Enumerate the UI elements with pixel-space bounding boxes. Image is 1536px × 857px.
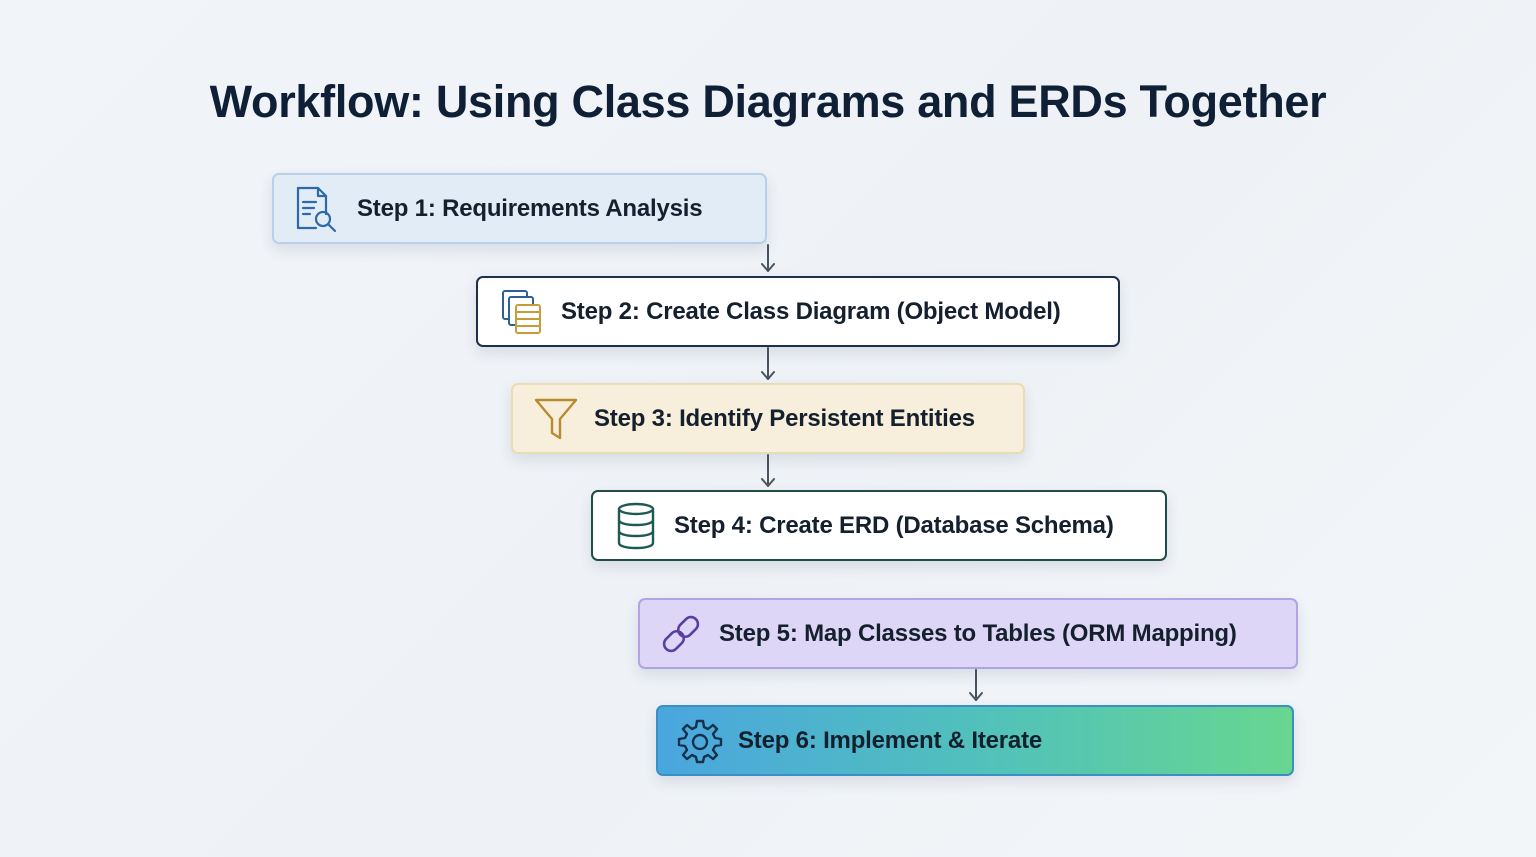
arrow-step5-to-step6: [969, 669, 983, 701]
step-3-box: Step 3: Identify Persistent Entities: [511, 383, 1025, 454]
arrow-step1-to-step2: [761, 244, 775, 272]
step-5-label: Step 5: Map Classes to Tables (ORM Mappi…: [719, 619, 1237, 647]
arrow-step3-to-step4: [761, 454, 775, 487]
link-icon: [656, 611, 706, 657]
step-2-box: Step 2: Create Class Diagram (Object Mod…: [476, 276, 1120, 347]
funnel-icon: [531, 395, 581, 443]
step-4-label: Step 4: Create ERD (Database Schema): [674, 511, 1114, 539]
page-title: Workflow: Using Class Diagrams and ERDs …: [209, 76, 1327, 127]
database-icon: [611, 501, 661, 551]
step-2-label: Step 2: Create Class Diagram (Object Mod…: [561, 297, 1061, 325]
step-3-label: Step 3: Identify Persistent Entities: [594, 404, 975, 432]
step-6-label: Step 6: Implement & Iterate: [738, 726, 1043, 754]
step-4-box: Step 4: Create ERD (Database Schema): [591, 490, 1167, 561]
stacked-pages-icon: [498, 288, 548, 336]
gear-icon: [675, 718, 725, 764]
step-1-label: Step 1: Requirements Analysis: [357, 194, 703, 222]
step-5-box: Step 5: Map Classes to Tables (ORM Mappi…: [638, 598, 1298, 669]
document-search-icon: [292, 184, 342, 234]
step-6-box: Step 6: Implement & Iterate: [656, 705, 1294, 776]
arrow-step2-to-step3: [761, 347, 775, 380]
step-1-box: Step 1: Requirements Analysis: [272, 173, 767, 244]
